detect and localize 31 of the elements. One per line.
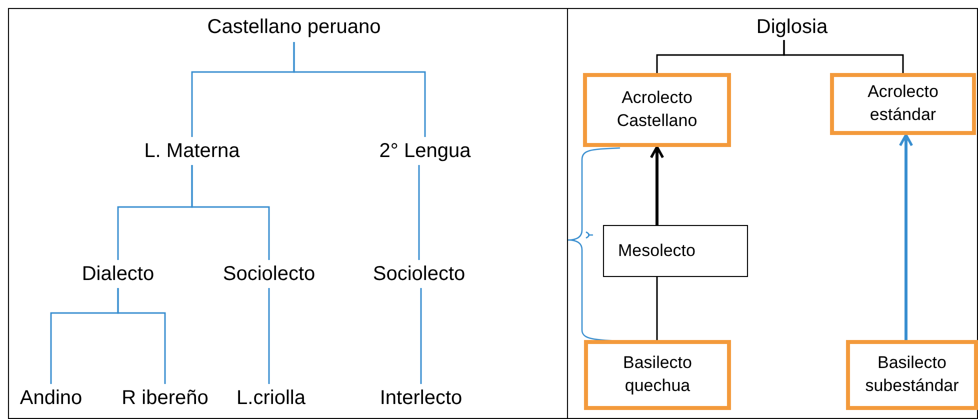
node-label: Andino [20,386,82,410]
connector-line [293,42,426,137]
dialect-box [603,225,748,277]
node-label: Sociolecto [372,262,466,286]
connector-line [268,288,270,384]
dialect-box [584,340,731,410]
node-label: L. Materna [144,140,240,162]
node-label: Castellano peruano [207,16,381,38]
node-label: 2° Lengua [379,140,471,162]
node-label: Diglosia [756,16,828,38]
box-label: Mesolecto [618,241,696,261]
node-label: Sociolecto [222,262,316,286]
connector-line [418,165,420,260]
dialect-box [846,340,978,410]
connector-line [783,40,904,73]
node-label: L.criolla [236,386,306,410]
node-label: Dialecto [82,262,154,286]
node-label: Interlecto [380,386,462,410]
box-label: Acrolecto estándar [866,81,940,126]
arrow [650,146,664,225]
box-label: Basilecto subestándar [864,352,960,397]
node-label: R ibereño [122,386,208,410]
arrow [898,134,914,340]
connector-line [117,288,166,384]
box-label: Acrolecto Castellano [616,87,698,132]
connector-line [420,288,422,384]
connector-line [656,277,658,340]
box-label: Basilecto quechua [622,352,693,397]
connector-line [191,165,270,260]
dialect-box [830,73,976,135]
dialect-box [583,73,731,147]
